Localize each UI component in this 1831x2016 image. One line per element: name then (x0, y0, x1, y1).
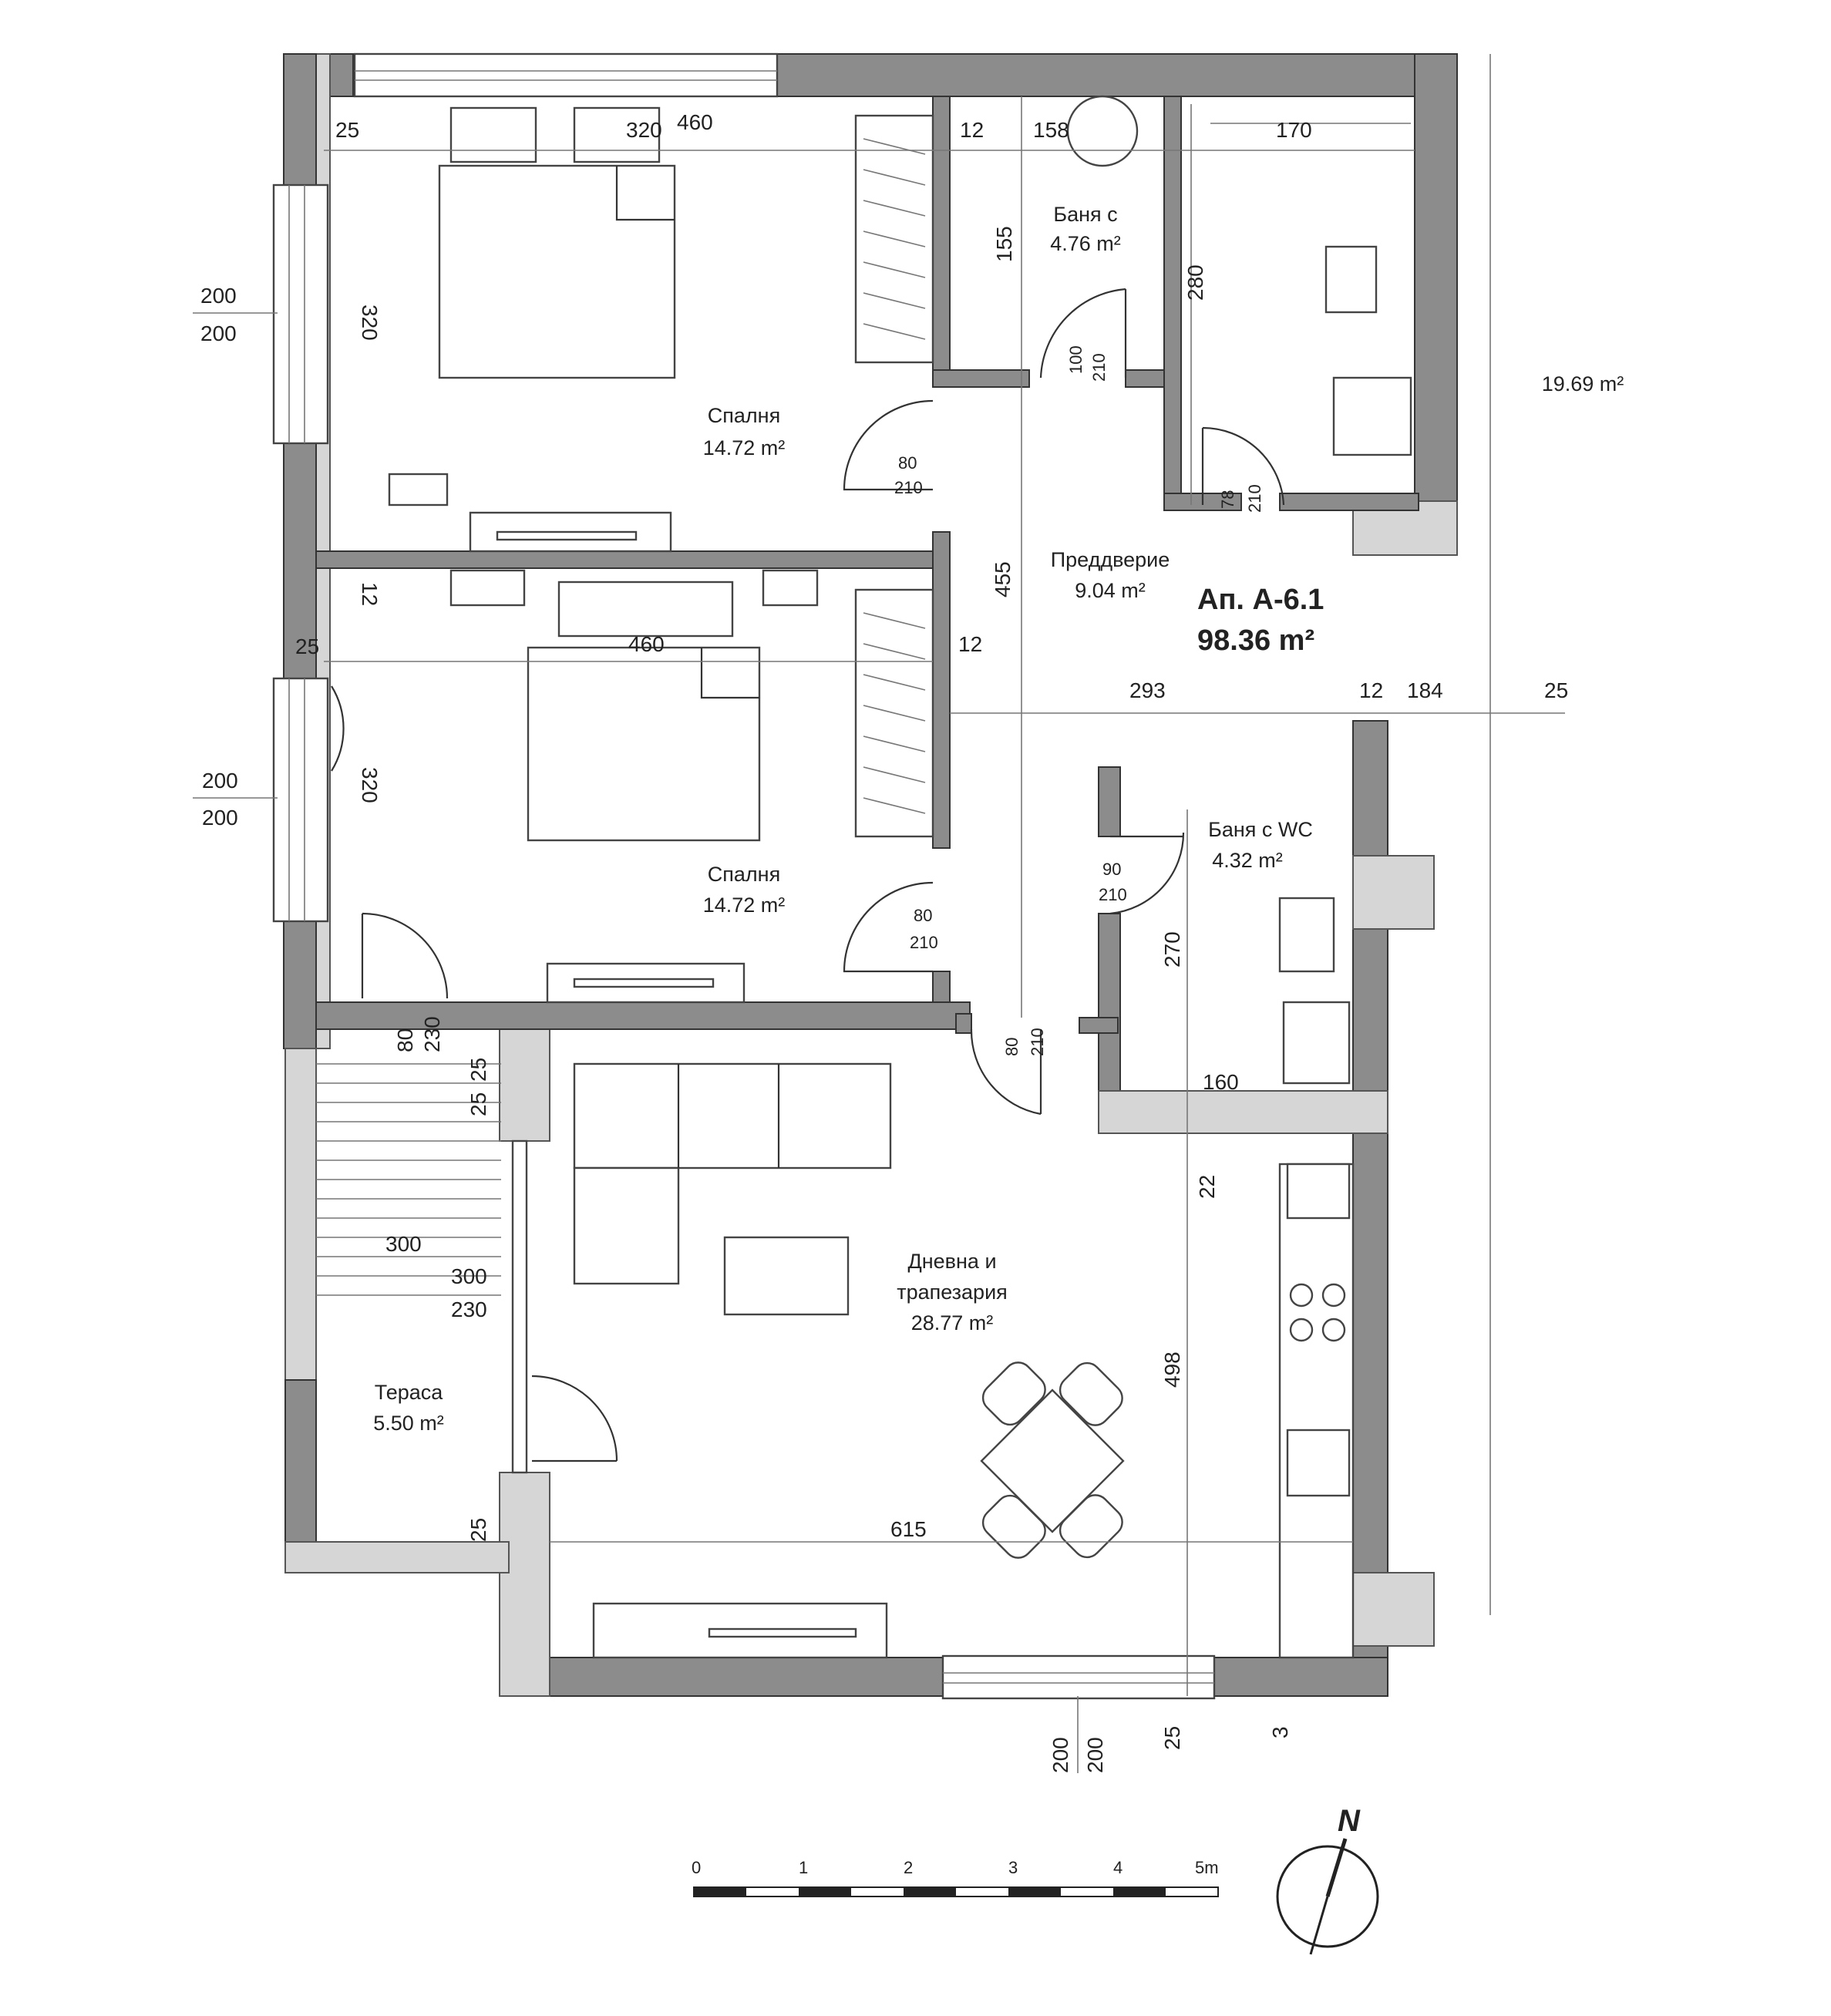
dim-text: 280 (1183, 264, 1207, 301)
living-name: Дневна и (907, 1250, 996, 1273)
dim-text: 320 (358, 305, 382, 341)
dim-text: 155 (992, 226, 1016, 262)
dim-text: 320 (626, 118, 662, 142)
dim-text: 293 (1129, 678, 1166, 702)
dim-text: 200 (1048, 1737, 1072, 1773)
door-label: 78 (1218, 490, 1237, 509)
dim-text: 615 (890, 1517, 927, 1541)
dim-text: 184 (1407, 678, 1443, 702)
dim-text: 460 (677, 110, 713, 134)
door-label: 210 (894, 478, 923, 497)
door-labels: 80 210 80 210 100 210 78 210 90 210 80 2… (894, 345, 1264, 1056)
bath2-name: Баня с WC (1208, 818, 1313, 841)
dim-text: 25 (1160, 1726, 1184, 1750)
dim-text: 12 (958, 632, 982, 656)
dim-text: 25 (466, 1092, 490, 1116)
dim-text: 300 (385, 1232, 422, 1256)
dim-text: 12 (960, 118, 984, 142)
dim-text: 200 (200, 321, 237, 345)
dim-text: 80 (393, 1028, 417, 1052)
door-label: 90 (1102, 860, 1121, 879)
door-label: 80 (1002, 1038, 1022, 1056)
door-label: 210 (1089, 353, 1109, 382)
dim-text: 230 (420, 1016, 444, 1052)
outside-area: 19.69 m² (1542, 372, 1624, 395)
dimension-lines (193, 54, 1565, 1773)
door-label: 80 (914, 906, 932, 925)
scale-label-5: 5m (1195, 1858, 1219, 1877)
scale-label-2: 2 (904, 1858, 913, 1877)
interior-walls (315, 96, 1419, 1134)
dim-text: 3 (1268, 1726, 1292, 1738)
hall-name: Преддверие (1051, 548, 1170, 571)
dim-text: 300 (451, 1264, 487, 1288)
bedroom1-name: Спалня (708, 404, 780, 427)
bedroom2-name: Спалня (708, 863, 780, 886)
furniture (316, 95, 1412, 1659)
scale-label-3: 3 (1008, 1858, 1018, 1877)
dim-text: 200 (1083, 1737, 1107, 1773)
hall-area: 9.04 m² (1075, 579, 1146, 602)
windows (272, 52, 1216, 1700)
dim-text: 230 (451, 1297, 487, 1321)
door-label: 210 (1028, 1028, 1047, 1056)
dim-text: 460 (628, 632, 665, 656)
dim-text: 200 (200, 284, 237, 308)
dim-text: 455 (991, 561, 1015, 597)
room-labels: Спалня 14.72 m² Спалня 14.72 m² Баня с 4… (373, 203, 1624, 1435)
dim-text: 25 (295, 634, 319, 658)
door-label: 210 (1099, 885, 1127, 904)
dim-text: 200 (202, 806, 238, 830)
dim-text: 320 (358, 767, 382, 803)
door-label: 210 (910, 933, 938, 952)
scale-label-4: 4 (1113, 1858, 1122, 1877)
apartment-title: Ап. А-6.1 (1197, 584, 1324, 616)
dimension-texts: 25 320 460 12 158 170 155 280 320 12 25 … (200, 110, 1568, 1773)
door-label: 210 (1245, 484, 1264, 513)
living-area: 28.77 m² (911, 1311, 994, 1334)
dim-text: 25 (466, 1058, 490, 1082)
dim-text: 170 (1276, 118, 1312, 142)
scale-label-1: 1 (799, 1858, 808, 1877)
living-name2: трапезария (897, 1281, 1008, 1304)
scale-bar: 0 1 2 3 4 5m (692, 1858, 1219, 1897)
dim-text: 22 (1195, 1175, 1219, 1199)
dim-text: 200 (202, 769, 238, 793)
bedroom2-area: 14.72 m² (703, 894, 786, 917)
dim-text: 160 (1203, 1070, 1239, 1094)
compass-icon: N (1276, 1804, 1379, 1955)
bath1-name: Баня с (1053, 203, 1117, 226)
bedroom1-area: 14.72 m² (703, 436, 786, 459)
dim-text: 158 (1033, 118, 1069, 142)
terrace-name: Тераса (375, 1381, 444, 1404)
dim-text: 270 (1160, 931, 1184, 968)
door-label: 80 (898, 453, 917, 473)
scale-label-0: 0 (692, 1858, 701, 1877)
dim-text: 498 (1160, 1351, 1184, 1388)
bath1-area: 4.76 m² (1050, 232, 1121, 255)
dim-text: 25 (466, 1518, 490, 1542)
doors (331, 288, 1285, 1462)
dim-text: 12 (358, 582, 382, 606)
bath2-area: 4.32 m² (1212, 849, 1283, 872)
terrace-area: 5.50 m² (373, 1412, 444, 1435)
dim-text: 25 (335, 118, 359, 142)
apartment-area: 98.36 m² (1197, 624, 1314, 657)
dim-text: 25 (1544, 678, 1568, 702)
dim-text: 12 (1359, 678, 1383, 702)
compass-label: N (1338, 1804, 1361, 1838)
door-label: 100 (1066, 345, 1085, 374)
